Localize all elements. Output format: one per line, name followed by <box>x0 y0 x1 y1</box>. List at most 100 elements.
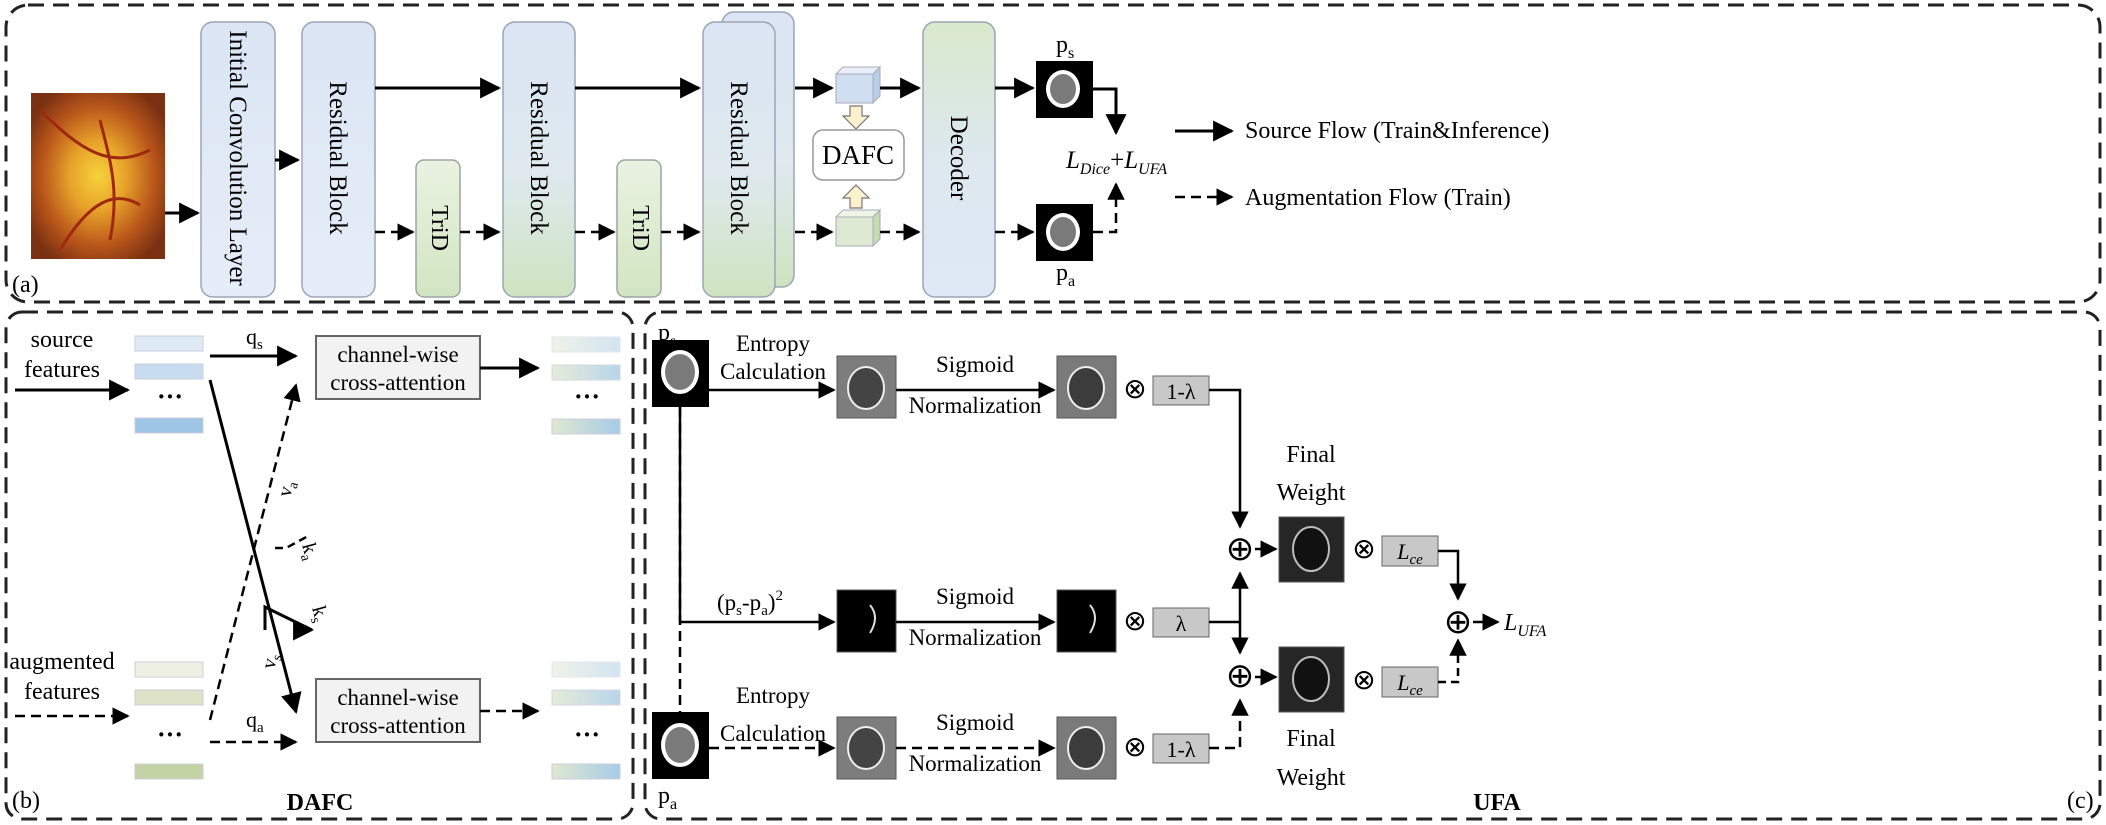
panel-c-border <box>643 310 2102 821</box>
sum-final: ⊕ <box>1444 604 1473 641</box>
final-weight-bottom-line2: Weight <box>1277 765 1346 791</box>
sum-bottom: ⊕ <box>1226 658 1255 695</box>
multiply-final-bottom: ⊗ <box>1352 665 1375 696</box>
cross-attention-bottom <box>315 678 481 743</box>
one-minus-lambda-bottom: 1-λ <box>1167 737 1196 762</box>
final-weight-top-line2: Weight <box>1277 480 1346 506</box>
final-weight-map-bottom <box>1278 646 1345 713</box>
weight-map-top <box>1056 355 1117 419</box>
fused-augmented-stack <box>551 661 621 780</box>
sigmoid-bottom-line1: Sigmoid <box>936 710 1014 735</box>
decoder-label: Decoder <box>945 116 972 201</box>
fused-augmented-dots: ··· <box>574 720 600 749</box>
lufa-output: LUFA <box>1503 610 1547 640</box>
augmented-features-line1: augmented <box>9 649 114 675</box>
sum-top: ⊕ <box>1226 531 1255 568</box>
cross-attention-top-line1: channel-wise <box>337 342 458 367</box>
pa-label-a: pa <box>1056 260 1075 290</box>
ks-label: ks <box>304 604 332 625</box>
qa-label: qa <box>246 707 264 736</box>
dafc-label: DAFC <box>822 140 894 170</box>
initial-convolution-label: Initial Convolution Layer <box>224 30 251 286</box>
ka-label: ka <box>294 541 323 564</box>
pa-label-c: pa <box>658 783 677 813</box>
cross-attention-top <box>315 335 481 400</box>
cross-attention-bottom-line2: cross-attention <box>330 713 466 738</box>
residual-block-2-label: Residual Block <box>525 81 552 235</box>
va-label: va <box>274 477 303 500</box>
multiply-top: ⊗ <box>1123 374 1146 405</box>
residual-block-1-label: Residual Block <box>324 81 351 235</box>
sigmoid-mid-line2: Normalization <box>909 625 1042 650</box>
panel-b-tag: (b) <box>12 788 40 814</box>
dafc-box <box>812 129 905 181</box>
panel-b-border <box>4 310 635 821</box>
one-minus-lambda-top: 1-λ <box>1167 379 1196 404</box>
residual-block-3-label: Residual Block <box>725 81 752 235</box>
fused-source-dots: ··· <box>574 382 600 411</box>
trid-block-1 <box>415 159 461 298</box>
entropy-bottom-line2: Calculation <box>720 721 827 746</box>
panel-c-tag: (c) <box>2067 788 2094 814</box>
final-weight-map-top <box>1278 516 1345 583</box>
arrow-to-dafc-bottom <box>841 184 871 209</box>
augmented-feature-stack <box>134 661 204 780</box>
weight-map-mid <box>1056 589 1117 653</box>
sigmoid-bottom-line2: Normalization <box>909 751 1042 776</box>
panel-b-title: DAFC <box>287 790 354 816</box>
sigmoid-mid-line1: Sigmoid <box>936 584 1014 609</box>
weight-map-bottom <box>1056 716 1117 780</box>
lce-top: Lce <box>1396 539 1423 568</box>
entropy-top-line1: Entropy <box>736 331 811 356</box>
arrow-to-dafc-top <box>841 105 871 130</box>
panel-a-border <box>4 3 2102 304</box>
augmented-features-line2: features <box>24 679 100 705</box>
lambda-box <box>1152 607 1210 638</box>
trid-1-label: TriD <box>426 205 452 251</box>
legend-source-label: Source Flow (Train&Inference) <box>1245 118 1549 144</box>
pa-image-c <box>652 712 709 779</box>
loss-dice-ufa: LDice+LUFA <box>1065 147 1167 178</box>
one-minus-lambda-bottom-box <box>1152 733 1210 764</box>
entropy-top-line2: Calculation <box>720 359 827 384</box>
feature-cube-augmented <box>834 208 882 248</box>
entropy-bottom-line1: Entropy <box>736 683 811 708</box>
panel-c-title: UFA <box>1473 790 1521 816</box>
prediction-ps-image <box>1036 61 1093 118</box>
residual-block-2 <box>502 21 576 298</box>
multiply-final-top: ⊗ <box>1352 534 1375 565</box>
fused-source-stack <box>551 336 621 435</box>
residual-block-3 <box>702 21 776 298</box>
ps-label-a: ps <box>1056 32 1074 62</box>
prediction-pa-image <box>1036 204 1093 261</box>
one-minus-lambda-top-box <box>1152 375 1210 406</box>
feature-cube-source <box>834 65 882 105</box>
residual-block-1 <box>301 21 376 298</box>
ps-image-c <box>652 340 709 407</box>
fundus-image <box>31 93 165 259</box>
qs-label: qs <box>246 324 263 353</box>
augmented-stack-dots: ··· <box>157 720 183 749</box>
lce-top-box <box>1381 535 1439 567</box>
entropy-map-top <box>836 355 897 419</box>
panel-a-tag: (a) <box>12 272 39 298</box>
multiply-mid: ⊗ <box>1123 606 1146 637</box>
squared-diff: (ps-pa)2 <box>717 588 783 619</box>
source-stack-dots: ··· <box>157 382 183 411</box>
final-weight-bottom-line1: Final <box>1286 726 1336 752</box>
source-features-line2: features <box>24 357 100 383</box>
vs-label: vs <box>258 651 286 672</box>
decoder-block <box>922 21 996 298</box>
multiply-bottom: ⊗ <box>1123 732 1146 763</box>
sigmoid-top-line1: Sigmoid <box>936 352 1014 377</box>
legend-augmentation-label: Augmentation Flow (Train) <box>1245 185 1511 211</box>
entropy-map-bottom <box>836 716 897 780</box>
cross-attention-bottom-line1: channel-wise <box>337 685 458 710</box>
source-feature-stack <box>134 335 204 434</box>
cross-attention-top-line2: cross-attention <box>330 370 466 395</box>
sigmoid-top-line2: Normalization <box>909 393 1042 418</box>
trid-2-label: TriD <box>627 205 653 251</box>
diff-map <box>836 589 897 653</box>
source-features-line1: source <box>31 327 94 353</box>
